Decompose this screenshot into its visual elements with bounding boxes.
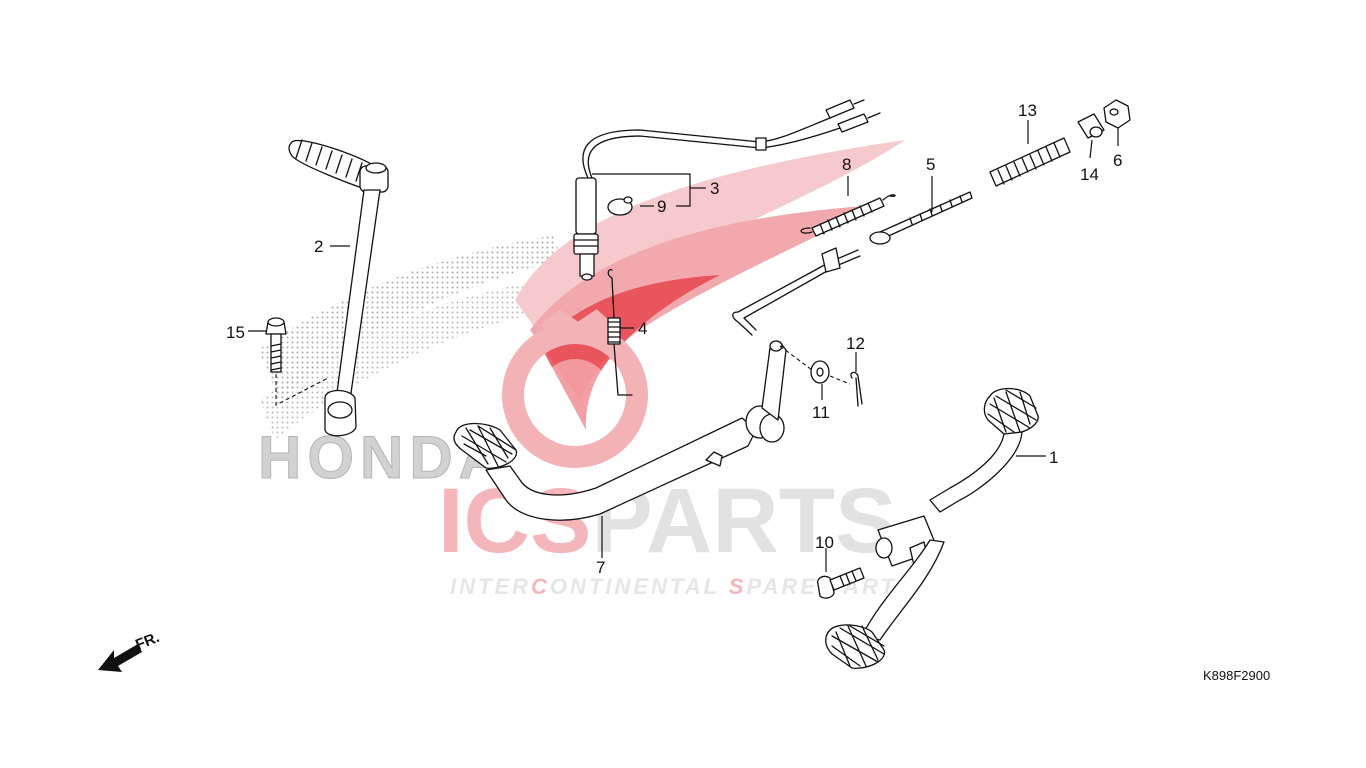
part-switch-spring-4	[607, 269, 633, 396]
part-nut-9	[607, 196, 633, 216]
callout-15: 15	[226, 323, 245, 342]
callout-11: 11	[812, 403, 830, 422]
callouts: 1 2 3 4 5 6 7 8 9 10 11 12 13 14 15	[226, 101, 1122, 577]
leader-lines	[248, 120, 1119, 572]
part-adjusting-nut-6	[1103, 99, 1131, 129]
part-washer-11	[810, 360, 830, 384]
callout-1: 1	[1049, 448, 1058, 467]
watermark-dotted-wing	[258, 235, 560, 400]
callout-5: 5	[926, 155, 935, 174]
part-stand-pedal-1	[825, 387, 1039, 669]
callout-13: 13	[1018, 101, 1037, 120]
part-spring-13	[989, 137, 1071, 187]
front-direction-indicator: FR.	[98, 629, 162, 672]
diagram-code: K898F2900	[1203, 668, 1270, 683]
part-bolt-10	[817, 567, 865, 599]
part-brake-rod-5	[869, 191, 973, 245]
part-pedal-rod	[732, 247, 861, 336]
part-brake-switch	[573, 99, 881, 281]
callout-6: 6	[1113, 151, 1122, 170]
front-label: FR.	[133, 629, 162, 654]
part-bolt-15	[265, 317, 329, 406]
callout-2: 2	[314, 237, 323, 256]
callout-14: 14	[1080, 165, 1099, 184]
callout-4: 4	[638, 319, 647, 338]
watermark-dotted-wing-2	[260, 280, 552, 440]
part-kick-starter-arm	[288, 139, 389, 437]
part-joint-14	[1077, 113, 1105, 139]
front-arrow-icon	[98, 644, 142, 672]
callout-3: 3	[710, 179, 719, 198]
watermark-red-wing	[502, 140, 905, 468]
part-brake-pedal-7	[453, 340, 787, 521]
callout-10: 10	[815, 533, 834, 552]
part-cotter-pin-12	[850, 371, 863, 407]
callout-7: 7	[596, 558, 605, 577]
part-return-spring-8	[800, 194, 896, 237]
callout-12: 12	[846, 334, 865, 353]
assembly-line-washer	[829, 375, 851, 385]
callout-9: 9	[657, 197, 666, 216]
callout-8: 8	[842, 155, 851, 174]
